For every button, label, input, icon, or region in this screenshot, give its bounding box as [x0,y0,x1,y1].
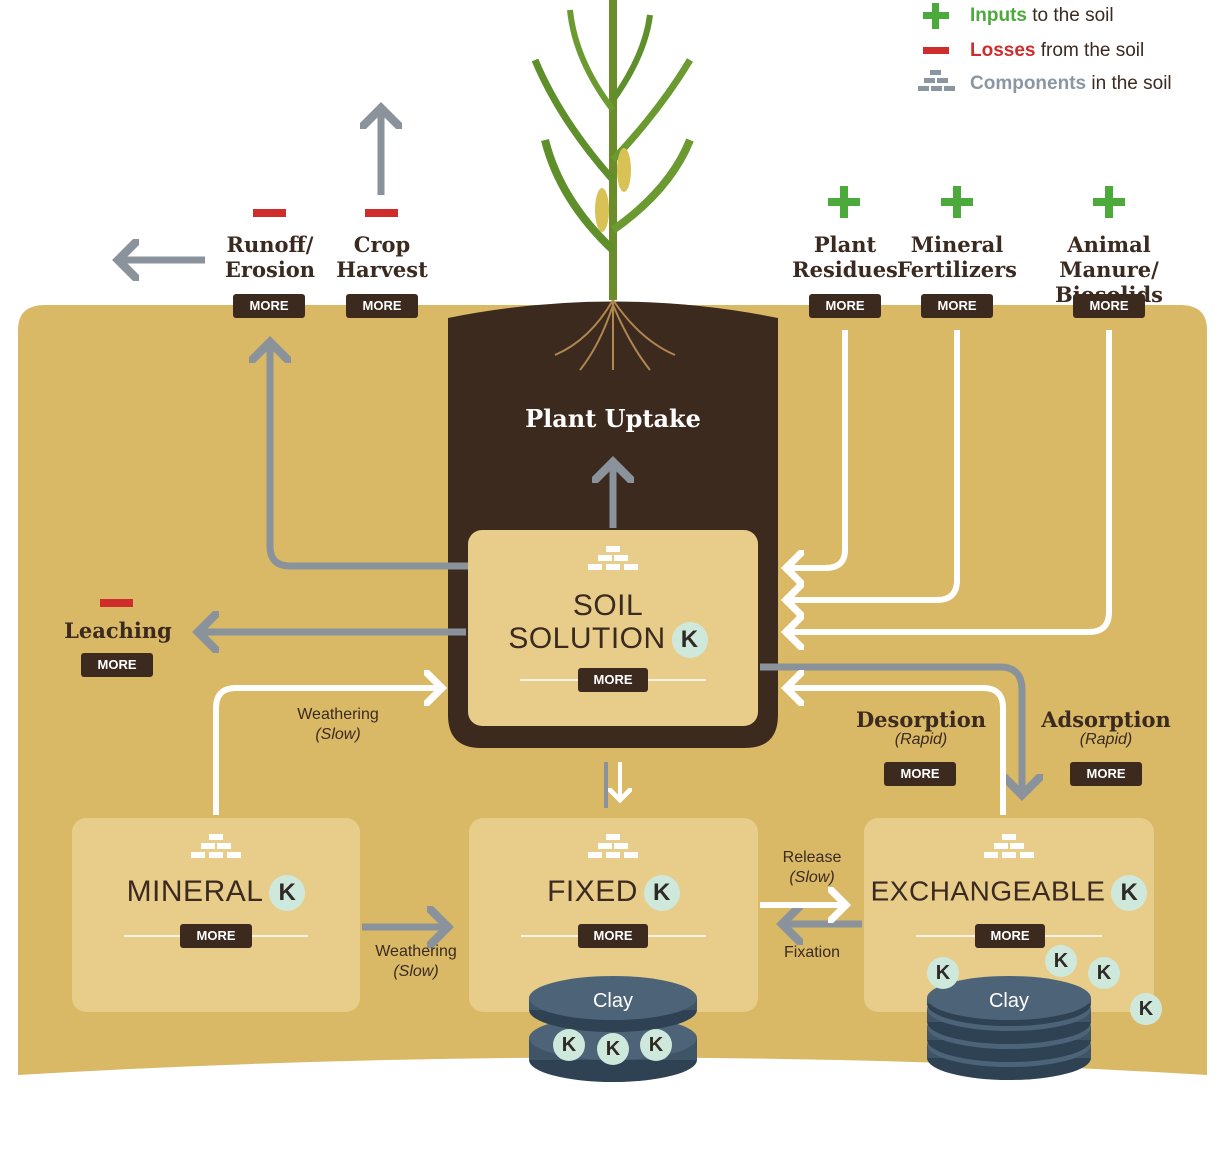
exchangeable-more-button[interactable]: MORE [975,924,1045,948]
soil-solution-box [468,530,758,726]
legend-brick-icon [918,70,955,91]
leaching-more-button[interactable]: MORE [81,653,153,677]
fertilizers-line2: Fertilizers [897,257,1017,282]
mineral-more-button[interactable]: MORE [180,924,252,948]
residues-arrow [786,330,848,568]
desorption-rate: (Rapid) [894,731,948,748]
runoff-line2: Erosion [224,257,316,282]
adsorption-text: Adsorption [1041,707,1171,732]
potassium-k-badge: K [1111,875,1148,911]
legend-components: Components in the soil [970,73,1172,95]
potassium-k-badge: K [643,875,680,912]
fixed-box [469,818,758,1012]
adsorption-arrow [760,663,1022,795]
soil-solution-more-button[interactable]: MORE [578,668,648,692]
weathering-bottom-label: Weathering (Slow) [358,942,474,982]
soil-solution-line2: SOLUTION [508,621,666,655]
release-label: Release (Slow) [762,848,862,888]
desorption-text: Desorption [855,707,987,732]
desorption-label: Desorption (Rapid) [850,708,992,748]
exchangeable-title-text: EXCHANGEABLE [870,875,1106,907]
legend-components-word: Components [970,73,1087,94]
desorption-more-button[interactable]: MORE [884,762,956,786]
exchangeable-clay-stack [927,976,1091,1080]
residues-line2: Residues [792,257,898,282]
release-text: Release [782,849,842,866]
harvest-label: Crop Harvest [322,232,442,282]
legend-components-rest: in the soil [1091,73,1172,94]
weathering-bottom-rate: (Slow) [393,963,439,980]
fixed-k-token: K [640,1029,672,1061]
residues-label: Plant Residues [785,232,905,282]
corn-plant [531,0,694,371]
fixed-clay-label: Clay [592,990,633,1012]
exchangeable-k-token: K [1130,993,1162,1025]
exchangeable-k-token: K [1088,957,1120,989]
fixed-more-button[interactable]: MORE [578,924,648,948]
plant-uptake-label: Plant Uptake [525,404,701,433]
legend-losses-word: Losses [970,40,1036,61]
legend-inputs-word: Inputs [970,5,1027,26]
exchangeable-clay-label: Clay [988,990,1029,1012]
weathering-top-label: Weathering (Slow) [280,705,396,745]
fixation-label: Fixation [783,944,841,961]
manure-line1: Animal Manure/ [1059,232,1159,282]
legend-losses: Losses from the soil [970,40,1144,62]
harvest-line2: Harvest [336,257,428,282]
leaching-label: Leaching [64,618,172,643]
fertilizers-label: Mineral Fertilizers [894,232,1020,282]
weathering-top-text: Weathering [297,706,379,723]
residues-line1: Plant [813,232,877,257]
minus-signs [100,47,949,607]
legend-inputs-rest: to the soil [1032,5,1114,26]
adsorption-rate: (Rapid) [1079,731,1133,748]
exchangeable-k-token: K [1045,945,1077,977]
legend-losses-rest: from the soil [1040,40,1145,61]
runoff-label: Runoff/ Erosion [210,232,330,282]
legend-inputs: Inputs to the soil [970,5,1114,27]
harvest-line1: Crop [353,232,411,257]
manure-more-button[interactable]: MORE [1073,294,1145,318]
mineral-box [72,818,360,1012]
runoff-arrow [270,342,468,570]
runoff-line1: Runoff/ [226,232,314,257]
manure-arrow [786,330,1112,632]
release-rate: (Slow) [789,869,835,886]
fixed-title-text: FIXED [547,875,638,908]
fertilizers-more-button[interactable]: MORE [921,294,993,318]
fertilizers-line1: Mineral [910,232,1004,257]
runoff-more-button[interactable]: MORE [233,294,305,318]
potassium-k-badge: K [671,622,708,658]
residues-more-button[interactable]: MORE [809,294,881,318]
weathering-top-arrow [213,688,442,815]
desorption-arrow [786,688,1006,815]
fertilizers-arrow [786,330,960,600]
harvest-more-button[interactable]: MORE [346,294,418,318]
fixed-k-token: K [597,1033,629,1065]
brick-icons [191,546,1034,858]
weathering-top-rate: (Slow) [315,726,361,743]
adsorption-label: Adsorption (Rapid) [1035,708,1177,748]
mineral-title-text: MINERAL [126,875,264,908]
weathering-bottom-text: Weathering [375,943,457,960]
plus-signs [828,3,1125,218]
fixed-k-token: K [553,1029,585,1061]
soil-solution-line1: SOIL [572,589,644,622]
exchangeable-k-token: K [927,957,959,989]
potassium-k-badge: K [269,875,306,912]
adsorption-more-button[interactable]: MORE [1070,762,1142,786]
